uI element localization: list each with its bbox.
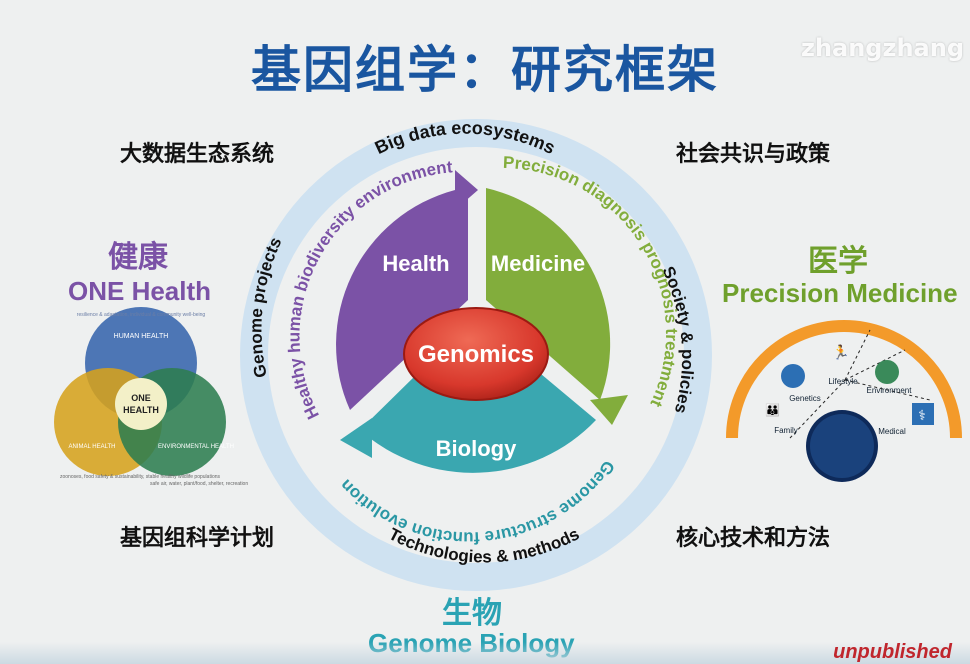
venn-human-sub: resilience & adaptation, individual & co… — [77, 312, 206, 318]
venn-animal-label: ANIMAL HEALTH — [68, 444, 115, 450]
medicine-arrowhead — [590, 395, 628, 425]
medicine-segment — [486, 188, 611, 400]
pm-genetics-label: Genetics — [789, 394, 821, 403]
page-title: 基因组学：研究框架 — [251, 41, 719, 99]
venn-center-line2: HEALTH — [123, 405, 159, 415]
pm-medical-label: Medical — [878, 427, 906, 436]
one-health-venn: ONE HEALTH HUMAN HEALTH resilience & ada… — [54, 307, 248, 487]
biology-label: Biology — [436, 436, 517, 461]
environment-icon — [875, 360, 899, 384]
venn-env-sub: safe air, water, plant/food, shelter, re… — [150, 481, 248, 487]
medical-icon — [912, 403, 934, 425]
pm-orange-arc — [726, 320, 962, 439]
corner-top-right: 社会共识与政策 — [676, 142, 831, 167]
biology-cn-label: 生物 — [442, 596, 502, 631]
biology-arrowhead — [340, 418, 372, 458]
pm-family-label: Family — [774, 426, 798, 435]
corner-bottom-left: 基因组科学计划 — [120, 526, 275, 551]
corner-bottom-right: 核心技术和方法 — [676, 526, 831, 551]
medicine-label: Medicine — [491, 251, 585, 276]
venn-animal-sub: zoonoses, food safety & sustainability, … — [60, 474, 221, 480]
health-en-label: ONE Health — [68, 276, 212, 306]
genomics-core — [403, 307, 549, 401]
unpublished-label: unpublished — [833, 641, 952, 663]
venn-human-label: HUMAN HEALTH — [114, 333, 169, 340]
venn-env-label: ENVIRONMENTAL HEALTH — [158, 444, 234, 450]
pm-lifestyle-label: Lifestyle — [828, 377, 858, 386]
health-segment — [336, 190, 468, 410]
medicine-en-label: Precision Medicine — [722, 278, 958, 308]
pm-patient-image-inner — [810, 414, 874, 478]
venn-center-line1: ONE — [131, 393, 151, 403]
health-cn-label: 健康 — [108, 240, 168, 275]
medicine-cn-label: 医学 — [808, 244, 868, 279]
medical-symbol: ⚕ — [918, 407, 926, 423]
genomics-label: Genomics — [418, 341, 534, 368]
genetics-icon — [781, 364, 805, 388]
watermark: zhangzhang — [800, 34, 964, 62]
health-arrowhead — [455, 170, 478, 210]
family-icon: 👪 — [765, 403, 780, 417]
venn-center — [115, 378, 167, 430]
precision-medicine-graphic: Genetics Lifestyle 🏃 Environment 👪 Famil… — [726, 320, 962, 482]
health-label: Health — [382, 251, 449, 276]
bottom-blur-strip — [0, 642, 970, 664]
pm-environment-label: Environment — [867, 386, 913, 395]
lifestyle-runner-icon: 🏃 — [832, 344, 849, 360]
corner-top-left: 大数据生态系统 — [120, 142, 275, 167]
